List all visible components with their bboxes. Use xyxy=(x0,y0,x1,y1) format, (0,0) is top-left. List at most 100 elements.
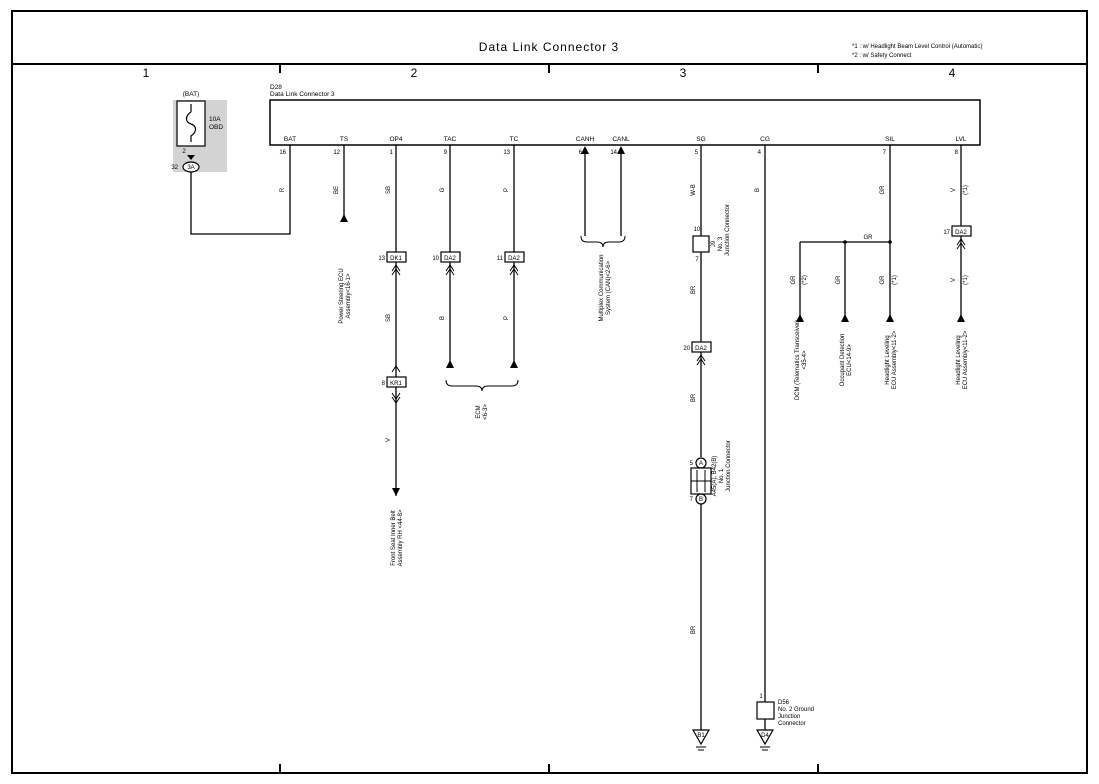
canh-arrow-icon xyxy=(581,146,589,154)
pin-name-tc: TC xyxy=(510,136,519,143)
svg-text:No. 1: No. 1 xyxy=(719,468,725,483)
svg-text:(*1): (*1) xyxy=(892,275,898,285)
dcm-arrow-icon xyxy=(796,314,804,322)
pin-name-op4: OP4 xyxy=(389,136,402,143)
svg-text:V: V xyxy=(951,188,957,192)
connector-da2-tac xyxy=(440,251,461,263)
dest-dcm-line2: <35-4> xyxy=(802,350,808,370)
svg-text:DA2: DA2 xyxy=(955,230,967,236)
wire-cg: B 1 D56 No. 2 Ground Junction Connector … xyxy=(755,145,814,751)
svg-text:GR: GR xyxy=(836,275,842,285)
dest-can-line2: System (CAN)<2-6> xyxy=(606,260,612,315)
svg-text:BE: BE xyxy=(334,186,340,194)
svg-text:GR: GR xyxy=(791,275,797,285)
wire-tc: P DA2 11 P xyxy=(497,145,525,368)
dest-occ-line2: ECU<14-9> xyxy=(847,344,853,376)
svg-text:Junction: Junction xyxy=(778,714,800,720)
pin-num-sil: 7 xyxy=(883,150,887,156)
svg-text:Connector: Connector xyxy=(778,721,806,727)
svg-text:KR1: KR1 xyxy=(390,381,402,387)
zone-2: 2 xyxy=(411,66,418,80)
svg-text:5: 5 xyxy=(690,461,694,467)
svg-text:DK1: DK1 xyxy=(390,256,402,262)
svg-text:Junction Connector: Junction Connector xyxy=(726,440,732,492)
svg-text:B: B xyxy=(699,497,703,503)
dest-hl1-line1: Headlight Leveling xyxy=(885,335,891,384)
svg-text:D4: D4 xyxy=(761,733,769,739)
pin-num-bat: 16 xyxy=(279,150,286,156)
fuse-block: (BAT) 10A OBD 2 3A 32 xyxy=(171,91,227,173)
connector-kr1 xyxy=(386,376,407,388)
svg-text:GR: GR xyxy=(880,185,886,195)
fuse-name: OBD xyxy=(209,124,223,131)
wire-sil: GR GR GR (*2) GR GR (*1) DCM (Telematics… xyxy=(791,145,898,400)
dest-op4-line1: Front Seat Inner Belt xyxy=(391,510,397,566)
svg-text:BR: BR xyxy=(691,393,697,402)
pin-name-ts: TS xyxy=(340,136,349,143)
svg-text:GR: GR xyxy=(880,275,886,285)
dest-ts-line1: Power Steering ECU xyxy=(339,268,345,323)
svg-text:7: 7 xyxy=(695,257,699,263)
svg-text:DA2: DA2 xyxy=(508,256,520,262)
svg-text:A: A xyxy=(699,461,703,467)
svg-text:7: 7 xyxy=(690,497,694,503)
wire-lvl: V (*1) DA2 17 V (*1) Headlight Leveling … xyxy=(943,145,972,389)
fuse-arrow-icon xyxy=(187,155,195,160)
pin-num-tac: 9 xyxy=(444,150,448,156)
svg-text:A45(A), B42(B): A45(A), B42(B) xyxy=(712,456,718,497)
canl-arrow-icon xyxy=(617,146,625,154)
pin-name-lvl: LVL xyxy=(955,136,966,143)
svg-text:V: V xyxy=(951,278,957,282)
svg-text:10: 10 xyxy=(432,256,439,262)
svg-text:V: V xyxy=(386,438,392,442)
hl2-arrow-icon xyxy=(957,314,965,322)
diagram-title: Data Link Connector 3 xyxy=(479,40,619,54)
svg-text:P: P xyxy=(504,316,510,320)
zone-4: 4 xyxy=(949,66,956,80)
svg-text:J9: J9 xyxy=(711,240,717,247)
svg-text:11: 11 xyxy=(497,256,504,262)
wire-bat: R xyxy=(190,145,291,235)
svg-text:(*1): (*1) xyxy=(963,275,969,285)
fuse-source-label: (BAT) xyxy=(183,91,200,98)
svg-text:B: B xyxy=(755,188,761,192)
wire-ts: BE Power Steering ECU Assembly<16-1> xyxy=(334,145,352,324)
tc-arrow-icon xyxy=(510,360,518,368)
fuse-pin: 2 xyxy=(182,149,186,155)
fuse-connector-code: 3A xyxy=(187,165,194,171)
svg-text:B: B xyxy=(440,316,446,320)
fuse-element-icon xyxy=(185,104,197,142)
connector-da2-lvl xyxy=(951,225,972,237)
fuse-rating: 10A xyxy=(209,116,221,123)
dest-op4-line2: Assembly RH <44-8> xyxy=(398,509,404,567)
pin-num-cg: 4 xyxy=(758,150,762,156)
dest-ecm-line2: <6-3> xyxy=(483,404,489,420)
pin-num-sg: 5 xyxy=(695,150,699,156)
svg-text:13: 13 xyxy=(378,256,385,262)
main-connector: D28 Data Link Connector 3 xyxy=(269,84,981,146)
pin-num-lvl: 8 xyxy=(955,150,959,156)
note-2: *2 : w/ Safety Connect xyxy=(852,53,912,59)
main-connector-name: Data Link Connector 3 xyxy=(270,91,335,98)
pin-name-sg: SG xyxy=(696,136,705,143)
ts-arrow-icon xyxy=(340,214,348,222)
svg-text:W-B: W-B xyxy=(691,184,697,196)
svg-text:SB: SB xyxy=(386,314,392,322)
svg-text:17: 17 xyxy=(943,230,950,236)
junction-j9 xyxy=(692,235,710,253)
pin-name-canl: CANL xyxy=(612,136,630,143)
op4-chevron2-icon xyxy=(391,365,401,373)
svg-text:P: P xyxy=(504,188,510,192)
svg-text:20: 20 xyxy=(683,346,690,352)
ground-d4-icon xyxy=(755,729,775,746)
svg-text:DA2: DA2 xyxy=(444,256,456,262)
sg-chevron-icon xyxy=(696,354,706,366)
hl1-arrow-icon xyxy=(886,314,894,322)
zone-3: 3 xyxy=(680,66,687,80)
pin-name-cg: CG xyxy=(760,136,770,143)
pin-num-op4: 1 xyxy=(390,150,394,156)
dest-dcm-line1: DCM (Telematics Transceiver) xyxy=(795,320,801,400)
wire-op4: SB DK1 13 SB KR1 8 V Front Seat Inner Be… xyxy=(378,145,407,567)
connector-da2-sg xyxy=(691,341,712,353)
